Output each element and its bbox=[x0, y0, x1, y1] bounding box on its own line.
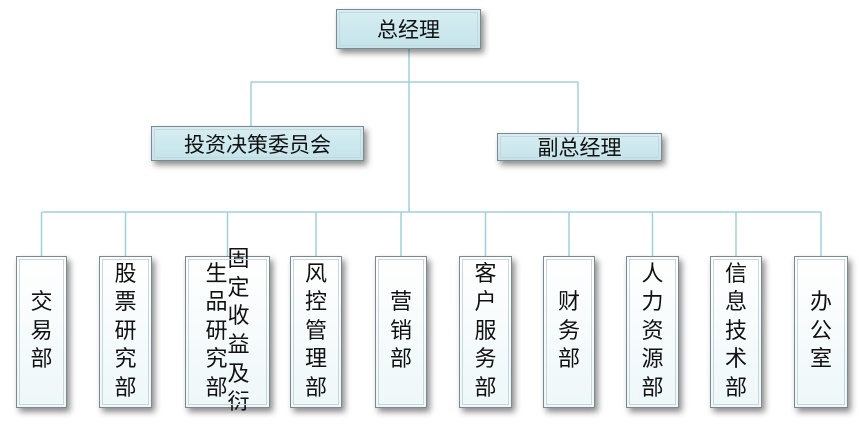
department-label: 风控管理部 bbox=[304, 261, 327, 401]
general-manager-box: 总经理 bbox=[336, 9, 481, 49]
department-label: 信息技术部 bbox=[724, 261, 747, 401]
department-label: 固定收益及衍 bbox=[227, 247, 250, 416]
department-label: 交易部 bbox=[30, 290, 53, 373]
vice-general-manager-label: 副总经理 bbox=[537, 136, 622, 160]
department-label: 办公室 bbox=[809, 290, 832, 373]
department-box: 财务部 bbox=[543, 256, 595, 408]
department-box: 客户服务部 bbox=[459, 256, 512, 408]
department-label: 人力资源部 bbox=[641, 261, 664, 401]
investment-committee-label: 投资决策委员会 bbox=[184, 132, 331, 157]
vice-general-manager-box: 副总经理 bbox=[497, 133, 662, 161]
department-label: 生品研究部 bbox=[205, 261, 228, 401]
department-box: 固定收益及衍生品研究部 bbox=[185, 247, 270, 415]
department-box: 人力资源部 bbox=[626, 256, 679, 408]
investment-committee-box: 投资决策委员会 bbox=[151, 126, 364, 161]
department-label: 股票研究部 bbox=[114, 261, 137, 401]
department-box: 营销部 bbox=[375, 256, 427, 408]
general-manager-label: 总经理 bbox=[377, 18, 440, 42]
department-box: 股票研究部 bbox=[99, 256, 152, 408]
department-box: 交易部 bbox=[16, 256, 67, 408]
department-box: 信息技术部 bbox=[710, 256, 762, 408]
department-label: 财务部 bbox=[557, 290, 580, 373]
department-box: 风控管理部 bbox=[290, 256, 342, 408]
department-label: 客户服务部 bbox=[474, 261, 497, 401]
department-box: 办公室 bbox=[794, 256, 848, 408]
department-label: 营销部 bbox=[389, 290, 412, 373]
